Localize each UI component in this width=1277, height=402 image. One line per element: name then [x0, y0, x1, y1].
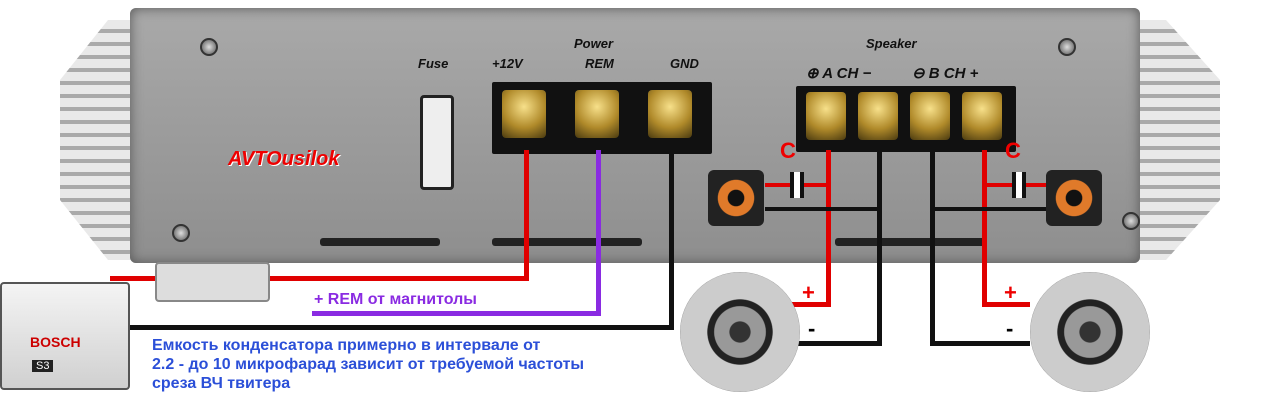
tweeter-b: [1046, 170, 1102, 226]
ground-wire: [669, 150, 674, 328]
terminal-b-plus: [962, 92, 1002, 140]
screw-icon: [172, 224, 190, 242]
note-line: 2.2 - до 10 микрофарад зависит от требуе…: [152, 356, 585, 373]
terminal-gnd: [648, 90, 692, 138]
speaker-b-minus-wire: [930, 150, 935, 345]
note-line: Емкость конденсатора примерно в интервал…: [152, 337, 541, 354]
fuse-label: Fuse: [418, 56, 449, 71]
screw-icon: [200, 38, 218, 56]
capacitor-icon: [790, 172, 804, 198]
terminal-rem: [575, 90, 619, 138]
terminal-b-minus: [910, 92, 950, 140]
power-group-label: Power: [574, 36, 614, 51]
terminal-label-rem: REM: [585, 56, 614, 71]
speaker-a-plus-wire: [790, 302, 831, 307]
amp-fuse: [420, 95, 454, 190]
channel-b-label: ⊖ B CH +: [912, 65, 979, 82]
terminal-a-plus: [806, 92, 846, 140]
capacitor-icon: [1012, 172, 1026, 198]
plus-sign: +: [969, 65, 979, 82]
screw-icon: [1058, 38, 1076, 56]
speaker-b-minus-wire: [930, 341, 1030, 346]
vent-slot: [835, 238, 985, 246]
terminal-a-minus: [858, 92, 898, 140]
terminal-12v: [502, 90, 546, 138]
speaker-group-label: Speaker: [866, 36, 917, 51]
rem-label: + REM от магнитолы: [314, 291, 477, 308]
channel-b-text: B CH: [928, 65, 966, 82]
speaker-a-minus-wire: [877, 150, 882, 345]
plus-sign: +: [802, 280, 815, 305]
brand-logo: AVTOusilok: [228, 148, 340, 170]
speaker-a-minus-wire: [790, 341, 882, 346]
vent-slot: [320, 238, 440, 246]
terminal-label-gnd: GND: [670, 56, 699, 71]
terminal-label-12v: +12V: [492, 56, 523, 71]
left-heatsink: [60, 20, 140, 260]
plus-sign: +: [1004, 280, 1017, 305]
positive-wire: [110, 276, 529, 281]
rem-wire: [312, 311, 601, 316]
screw-icon: [1122, 212, 1140, 230]
minus-sign: -: [1006, 316, 1014, 341]
ground-wire: [30, 325, 674, 330]
capacitor-note: Емкость конденсатора примерно в интервал…: [152, 336, 584, 393]
capacitor-label-b: C: [1005, 138, 1021, 163]
battery-brand: BOSCH: [30, 334, 81, 350]
minus-sign: −: [862, 65, 872, 82]
capacitor-label-a: C: [780, 138, 796, 163]
vent-slot: [492, 238, 642, 246]
right-heatsink: [1130, 20, 1220, 260]
note-line: среза ВЧ твитера: [152, 375, 291, 392]
tweeter-b-wire: [930, 207, 1050, 211]
inline-fuse: [155, 262, 270, 302]
speaker-a-plus-wire: [826, 150, 831, 305]
tweeter-a-wire: [765, 207, 882, 211]
rem-wire: [596, 150, 601, 315]
battery: BOSCH S3: [0, 282, 130, 390]
tweeter-a: [708, 170, 764, 226]
woofer-b: [1030, 272, 1150, 392]
channel-a-text: A CH: [822, 65, 859, 82]
speaker-b-plus-wire: [982, 150, 987, 305]
channel-a-label: ⊕ A CH −: [806, 65, 872, 82]
minus-sign: -: [808, 316, 816, 341]
positive-wire: [524, 150, 529, 280]
battery-model: S3: [32, 360, 54, 372]
speaker-b-plus-wire: [982, 302, 1030, 307]
woofer-a: [680, 272, 800, 392]
